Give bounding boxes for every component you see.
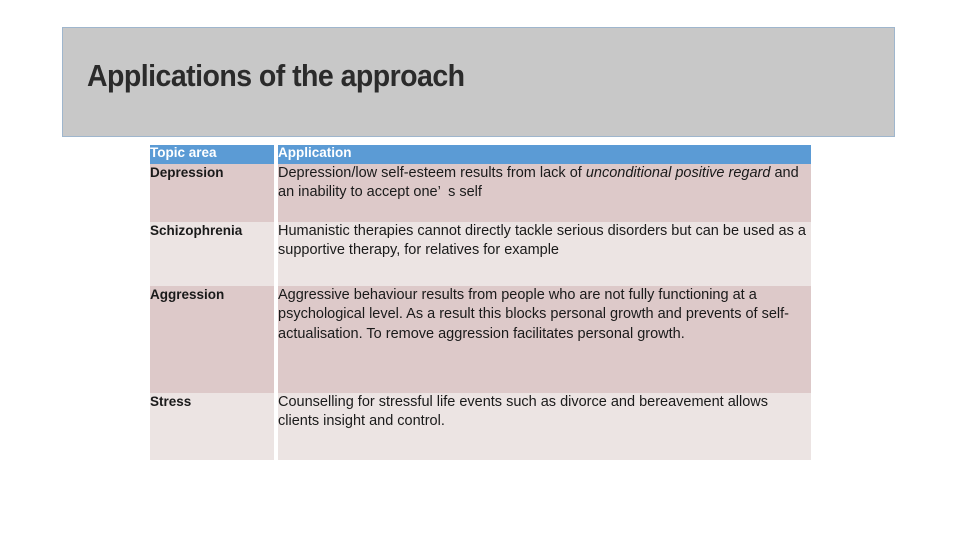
column-divider (274, 145, 278, 164)
cell-topic-area: Aggression (150, 286, 274, 393)
table-row: Stress Counselling for stressful life ev… (150, 393, 811, 460)
row-divider (274, 222, 278, 286)
apostrophe-spacer (441, 184, 448, 200)
cell-topic-area: Stress (150, 393, 274, 460)
application-text-lead: Depression/low self-esteem results from … (278, 165, 586, 181)
cell-application: Depression/low self-esteem results from … (278, 164, 811, 222)
row-divider (274, 286, 278, 393)
title-placeholder[interactable]: Applications of the approach (62, 27, 895, 137)
application-text-italic: unconditional positive regard (585, 165, 771, 181)
column-header-topic-area[interactable]: Topic area (150, 145, 274, 164)
page-title: Applications of the approach (87, 58, 465, 93)
table-row: Depression Depression/low self-esteem re… (150, 164, 811, 222)
table-row: Schizophrenia Humanistic therapies canno… (150, 222, 811, 286)
row-divider (274, 164, 278, 222)
table-row: Aggression Aggressive behaviour results … (150, 286, 811, 393)
table-header-row: Topic area Application (150, 145, 811, 164)
application-text-mid: and an inability to accept one’ (278, 165, 799, 201)
column-header-application[interactable]: Application (278, 145, 811, 164)
application-text-tail: s self (448, 184, 482, 201)
cell-application: Counselling for stressful life events su… (278, 393, 811, 460)
cell-application: Humanistic therapies cannot directly tac… (278, 222, 811, 286)
cell-application: Aggressive behaviour results from people… (278, 286, 811, 393)
row-divider (274, 393, 278, 460)
applications-table: Topic area Application Depression Depres… (150, 145, 811, 460)
cell-topic-area: Depression (150, 164, 274, 222)
cell-topic-area: Schizophrenia (150, 222, 274, 286)
